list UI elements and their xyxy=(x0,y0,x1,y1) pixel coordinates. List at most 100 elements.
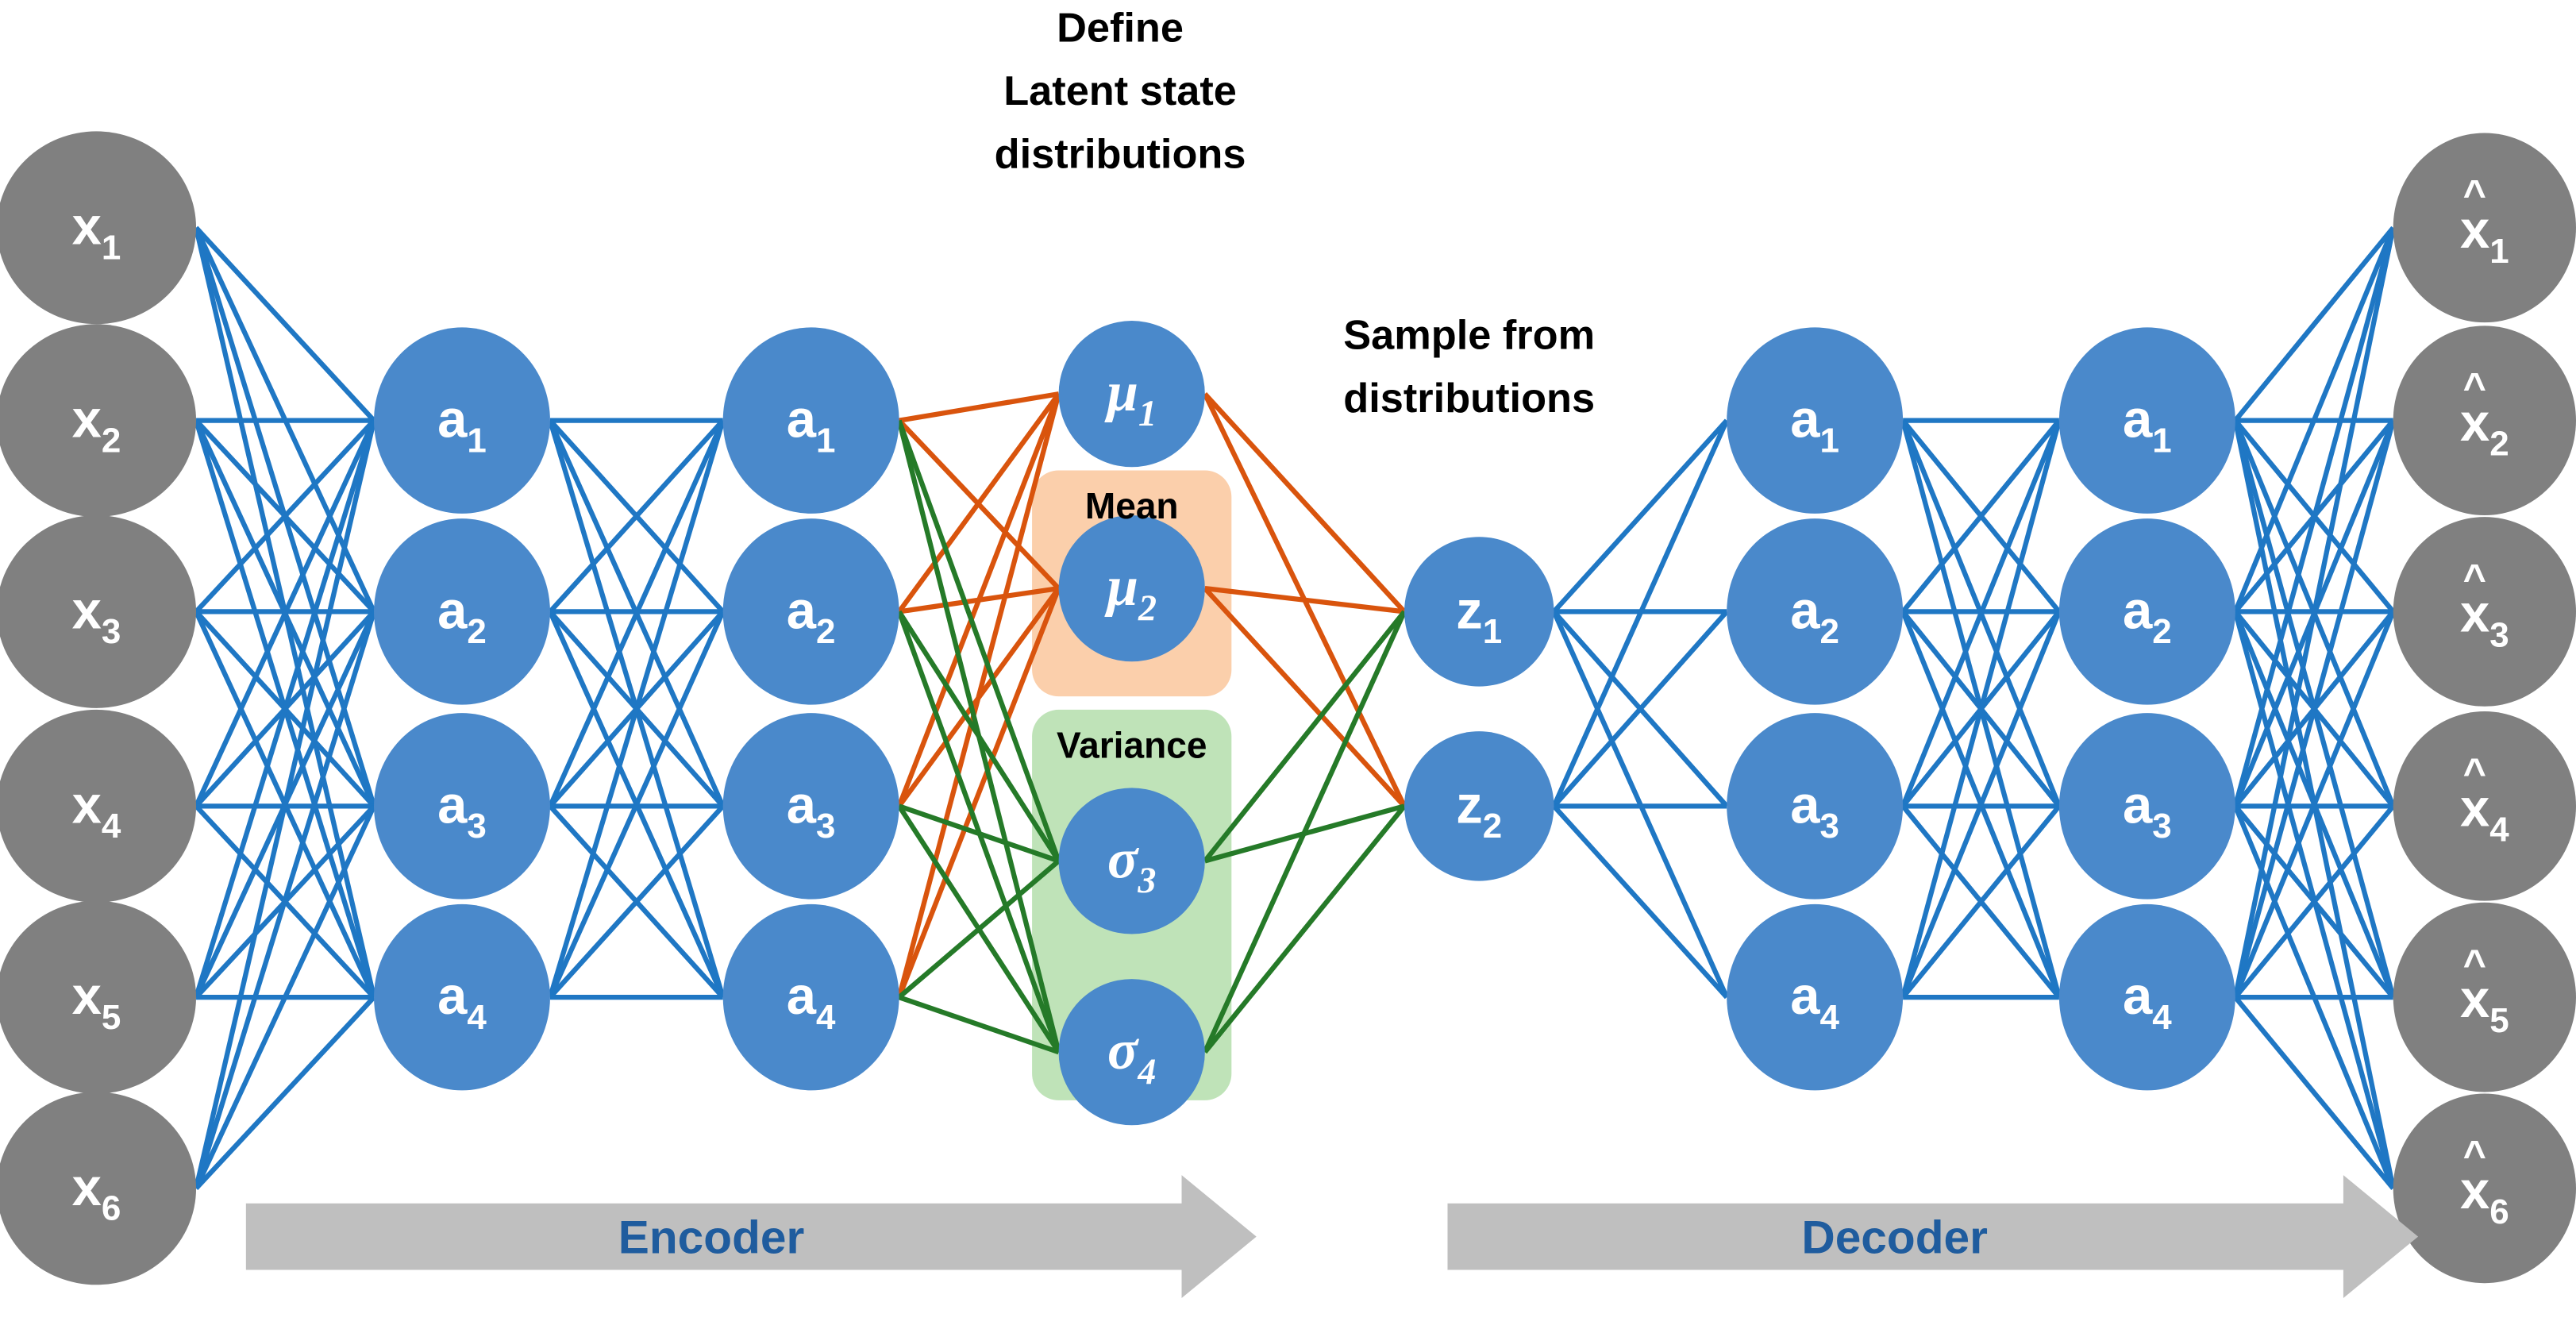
network-node-a4[interactable]: a4 xyxy=(1727,903,1904,1091)
connection-line xyxy=(548,419,726,807)
network-node-a2[interactable]: a2 xyxy=(2058,518,2235,705)
connection-line xyxy=(896,393,1061,807)
network-node-a1[interactable]: a1 xyxy=(722,327,899,514)
node-label: a2 xyxy=(787,580,836,651)
node-label: x2 xyxy=(72,390,121,460)
connection-line xyxy=(1900,804,2062,1000)
node-shape xyxy=(2058,327,2235,514)
connection-line xyxy=(548,611,726,999)
node-shape xyxy=(2393,902,2576,1092)
node-label: x2 xyxy=(2460,393,2509,464)
node-label: x6 xyxy=(72,1158,121,1228)
connection-line xyxy=(896,610,1061,863)
node-shape xyxy=(1727,713,1904,900)
network-node-x2[interactable]: x2^ xyxy=(2393,326,2576,515)
connection-line xyxy=(194,418,376,614)
variance-box-label: Variance xyxy=(1057,725,1207,766)
node-shape xyxy=(1058,788,1205,934)
network-node-a2[interactable]: a2 xyxy=(374,518,550,705)
network-node-a3[interactable]: a3 xyxy=(722,713,899,900)
connection-edges xyxy=(193,225,2396,1191)
hat-accent-icon: ^ xyxy=(2463,942,2486,986)
network-node-z2[interactable]: z2 xyxy=(1404,731,1554,881)
connection-line xyxy=(1900,611,2062,999)
network-node-x3[interactable]: x3^ xyxy=(2393,517,2576,707)
node-shape xyxy=(374,713,550,900)
network-node-a3[interactable]: a3 xyxy=(2058,713,2235,900)
connection-line xyxy=(194,805,376,1190)
connection-line xyxy=(1551,419,1730,807)
connection-line xyxy=(194,225,376,422)
node-shape xyxy=(0,900,197,1094)
network-node-a2[interactable]: a2 xyxy=(722,518,899,705)
node-shape xyxy=(2393,326,2576,515)
network-node-a1[interactable]: a1 xyxy=(374,327,550,514)
node-shape xyxy=(374,327,550,514)
decoder-arrow-label: Decoder xyxy=(1801,1212,1988,1264)
connection-line xyxy=(2233,804,2396,1000)
connection-line xyxy=(548,804,726,1000)
node-label: μ1 xyxy=(1103,361,1157,433)
connection-line xyxy=(194,611,377,1189)
node-shape xyxy=(2393,711,2576,901)
node-label: a4 xyxy=(437,966,487,1037)
connection-line xyxy=(1203,586,1407,808)
connection-line xyxy=(1900,419,2062,807)
connection-line xyxy=(896,419,1061,862)
connection-line xyxy=(897,392,1061,614)
network-node-x2[interactable]: x2 xyxy=(0,324,197,518)
network-node-x4[interactable]: x4^ xyxy=(2393,711,2576,901)
network-node-μ1[interactable]: μ1 xyxy=(1058,321,1205,468)
node-shape xyxy=(1058,321,1205,468)
connection-line xyxy=(1203,392,1407,614)
node-label: x5 xyxy=(72,966,121,1037)
network-node-x4[interactable]: x4 xyxy=(0,709,197,903)
connection-line xyxy=(898,995,1060,1055)
node-shape xyxy=(722,518,899,705)
node-shape xyxy=(0,324,197,518)
network-node-x6[interactable]: x6^ xyxy=(2393,1093,2576,1284)
node-shape xyxy=(0,709,197,903)
connection-line xyxy=(1552,610,1729,808)
network-node-μ2[interactable]: μ2 xyxy=(1058,514,1205,662)
node-shape xyxy=(0,515,197,708)
node-label: a1 xyxy=(787,390,836,460)
network-node-a1[interactable]: a1 xyxy=(1727,327,1904,514)
connection-line xyxy=(896,393,1061,998)
connection-line xyxy=(1552,804,1729,1000)
node-label: x4 xyxy=(2460,778,2509,849)
node-label: x6 xyxy=(2460,1161,2509,1231)
network-node-x1[interactable]: x1^ xyxy=(2393,133,2576,323)
node-shape xyxy=(374,903,550,1091)
connection-line xyxy=(194,419,377,999)
network-node-x5[interactable]: x5 xyxy=(0,900,197,1094)
sample-from-line-1: Sample from xyxy=(1343,313,1595,359)
network-node-a4[interactable]: a4 xyxy=(722,903,899,1091)
network-node-z1[interactable]: z1 xyxy=(1404,537,1554,687)
connection-line xyxy=(194,419,376,807)
network-node-a3[interactable]: a3 xyxy=(1727,713,1904,900)
node-label: x1 xyxy=(72,197,121,268)
node-label: a2 xyxy=(437,580,487,651)
network-node-x3[interactable]: x3 xyxy=(0,515,197,708)
connection-line xyxy=(2232,611,2396,999)
network-node-x6[interactable]: x6 xyxy=(0,1092,197,1285)
network-node-a2[interactable]: a2 xyxy=(1727,518,1904,705)
network-node-σ4[interactable]: σ4 xyxy=(1058,979,1205,1126)
connection-line xyxy=(1203,804,1407,1054)
node-shape xyxy=(1404,731,1554,881)
network-node-a3[interactable]: a3 xyxy=(374,713,550,900)
network-node-x1[interactable]: x1 xyxy=(0,131,197,325)
network-node-a4[interactable]: a4 xyxy=(2058,903,2235,1091)
sample-from-line-2: distributions xyxy=(1343,376,1595,422)
network-node-a1[interactable]: a1 xyxy=(2058,327,2235,514)
network-node-a4[interactable]: a4 xyxy=(374,903,550,1091)
connection-line xyxy=(1900,418,2062,614)
network-node-σ3[interactable]: σ3 xyxy=(1058,788,1205,934)
define-latent-line-1: Define xyxy=(1057,5,1184,51)
network-node-x5[interactable]: x5^ xyxy=(2393,902,2576,1092)
node-label: a3 xyxy=(787,775,836,846)
node-label: a4 xyxy=(2123,966,2172,1037)
node-shape xyxy=(722,713,899,900)
